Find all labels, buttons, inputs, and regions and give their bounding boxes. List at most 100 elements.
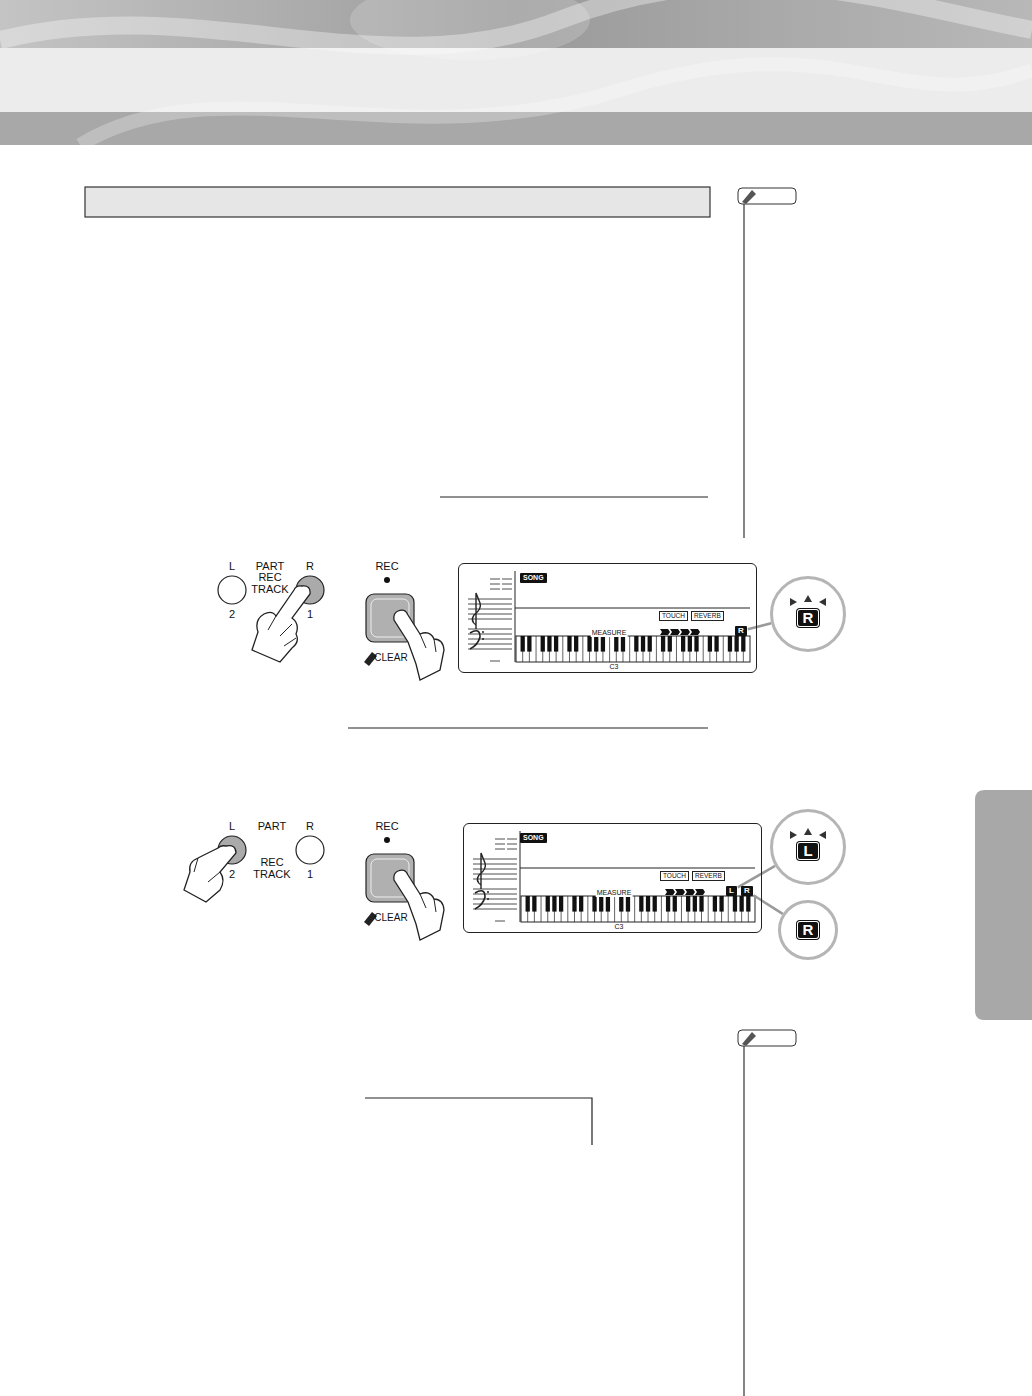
control-label: REC [375,560,398,572]
lcd-stroke [520,831,521,922]
tempo-arrow [690,629,700,635]
tempo-arrow [660,629,670,635]
control-panel [394,870,444,940]
black-key [552,896,556,912]
control-label: R [306,560,314,572]
control-panel [296,836,324,864]
tempo-arrow [665,889,675,895]
indicator-text: REVERB [694,612,721,620]
lcd-stroke [490,584,500,585]
note-icon [743,1046,744,1396]
lcd-stroke [634,896,635,922]
rule-line [365,1098,592,1145]
header-band [0,0,1032,145]
lcd-stroke [490,579,500,580]
control-panel [184,836,444,940]
black-key [641,636,645,652]
control-panel [268,616,296,646]
black-key [532,896,536,912]
leader-line [748,623,771,629]
black-key [746,896,750,912]
indicator-text: SONG [523,834,544,842]
lcd-display: MEASUREC3SONGTOUCHREVERBR [458,563,757,673]
bass-clef [470,631,480,649]
header-band [350,0,590,60]
lcd-stroke [495,849,505,850]
control-label: R [306,820,314,832]
status-tag: REVERB [691,611,724,621]
lcd-stroke [473,864,517,865]
control-label: PART [258,820,286,832]
lcd-label: MEASURE [591,629,628,637]
control-panel [420,894,436,912]
lcd-stroke [473,869,517,870]
black-key [673,896,677,912]
lcd-stroke [495,921,505,922]
lcd-stroke [515,608,750,609]
lcd-stroke [708,896,709,922]
indicator-text: R [797,609,820,627]
black-key [567,636,571,652]
black-key [606,896,610,912]
lcd-stroke [468,629,512,630]
rule-line [440,496,708,497]
tempo-arrow [670,629,680,635]
lcd-stroke [468,604,512,605]
control-panel [194,858,220,882]
lcd-stroke [490,661,500,662]
note-icon [738,188,796,204]
bass-clef [482,631,484,633]
lcd-stroke [507,849,517,850]
lcd-stroke [536,636,537,662]
black-key [653,896,657,912]
control-panel [252,586,310,662]
black-key [688,636,692,652]
bass-clef [487,898,489,900]
black-key [668,636,672,652]
bass-clef [482,638,484,640]
black-key [599,896,603,912]
lcd-stroke [582,636,583,662]
keyboard [516,636,750,662]
lcd-stroke [490,589,500,590]
black-key [661,636,665,652]
black-key [699,896,703,912]
callout-circle: L [770,809,846,885]
rule-line [348,497,708,1145]
callout-arrows [790,598,797,606]
control-label: L [229,820,235,832]
indicator-text: SONG [523,574,544,582]
black-key [646,896,650,912]
lcd-stroke [473,904,517,905]
control-panel [384,837,390,843]
black-key [681,636,685,652]
tempo-arrow [695,889,705,895]
treble-clef [477,853,485,889]
black-key [614,636,618,652]
black-key [714,636,718,652]
control-label: REC [375,820,398,832]
lcd-stroke [468,639,512,640]
black-key [541,636,545,652]
control-panel [384,577,390,583]
lcd-stroke [681,896,682,922]
callout-circle: R [770,576,846,652]
lcd-display: MEASUREC3SONGTOUCHREVERBLR [463,823,762,933]
part-indicator: L [726,886,737,896]
rule-line [348,727,708,728]
black-key [546,896,550,912]
lcd-stroke [541,896,542,922]
note-icon [742,190,756,204]
callout-arrows [804,595,812,602]
lcd-stroke [520,868,755,869]
black-key [634,636,638,652]
control-label: 2 [229,608,235,620]
mode-badge: SONG [520,573,547,583]
bass-clef [475,891,485,909]
black-key [587,636,591,652]
lcd-stroke [468,599,512,600]
indicator-text: R [738,626,744,636]
black-key [741,636,745,652]
black-key [554,636,558,652]
